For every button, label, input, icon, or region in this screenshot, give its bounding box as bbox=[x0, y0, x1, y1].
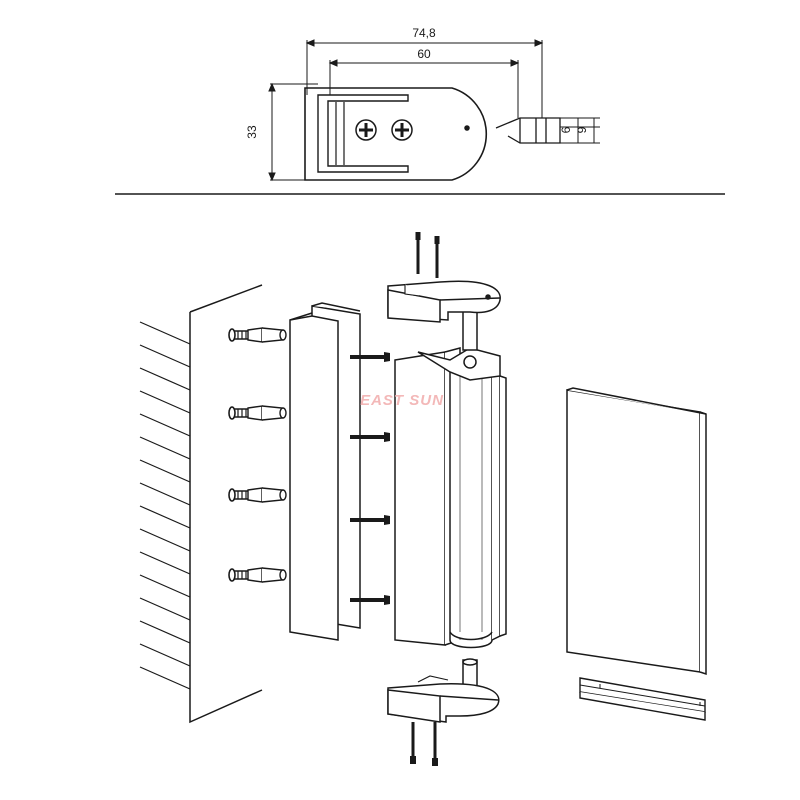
screw-head-left bbox=[355, 119, 377, 141]
top-end-cap bbox=[387, 280, 501, 351]
top-cap-screw-2 bbox=[434, 236, 440, 278]
pin-stub bbox=[495, 117, 561, 144]
dim-inner-width: 60 bbox=[417, 47, 431, 61]
dim-pin-large: 9 bbox=[575, 126, 589, 133]
dimension-lines bbox=[268, 39, 600, 182]
watermark: EAST SUN bbox=[360, 392, 444, 409]
bottom-end-cap bbox=[387, 658, 500, 723]
glass-panel bbox=[566, 387, 707, 676]
dim-overall-width: 74,8 bbox=[412, 26, 436, 40]
glass-gasket bbox=[579, 677, 706, 721]
bottom-cap-screws bbox=[410, 722, 438, 766]
wall-mount-plate bbox=[289, 302, 361, 641]
wall-anchor-4 bbox=[228, 567, 287, 583]
wall-anchor-1 bbox=[228, 327, 287, 343]
top-view-drawing bbox=[268, 39, 600, 182]
wall-anchor-3 bbox=[228, 487, 287, 503]
wall-anchor-2 bbox=[228, 405, 287, 421]
top-cap-screw-1 bbox=[415, 232, 421, 274]
clamp-outline bbox=[304, 87, 488, 181]
wall bbox=[139, 284, 263, 724]
dim-pin-small: 6 bbox=[559, 126, 573, 133]
dim-height: 33 bbox=[245, 125, 259, 139]
screw-head-right bbox=[391, 119, 413, 141]
hinge-barrel bbox=[417, 347, 507, 649]
